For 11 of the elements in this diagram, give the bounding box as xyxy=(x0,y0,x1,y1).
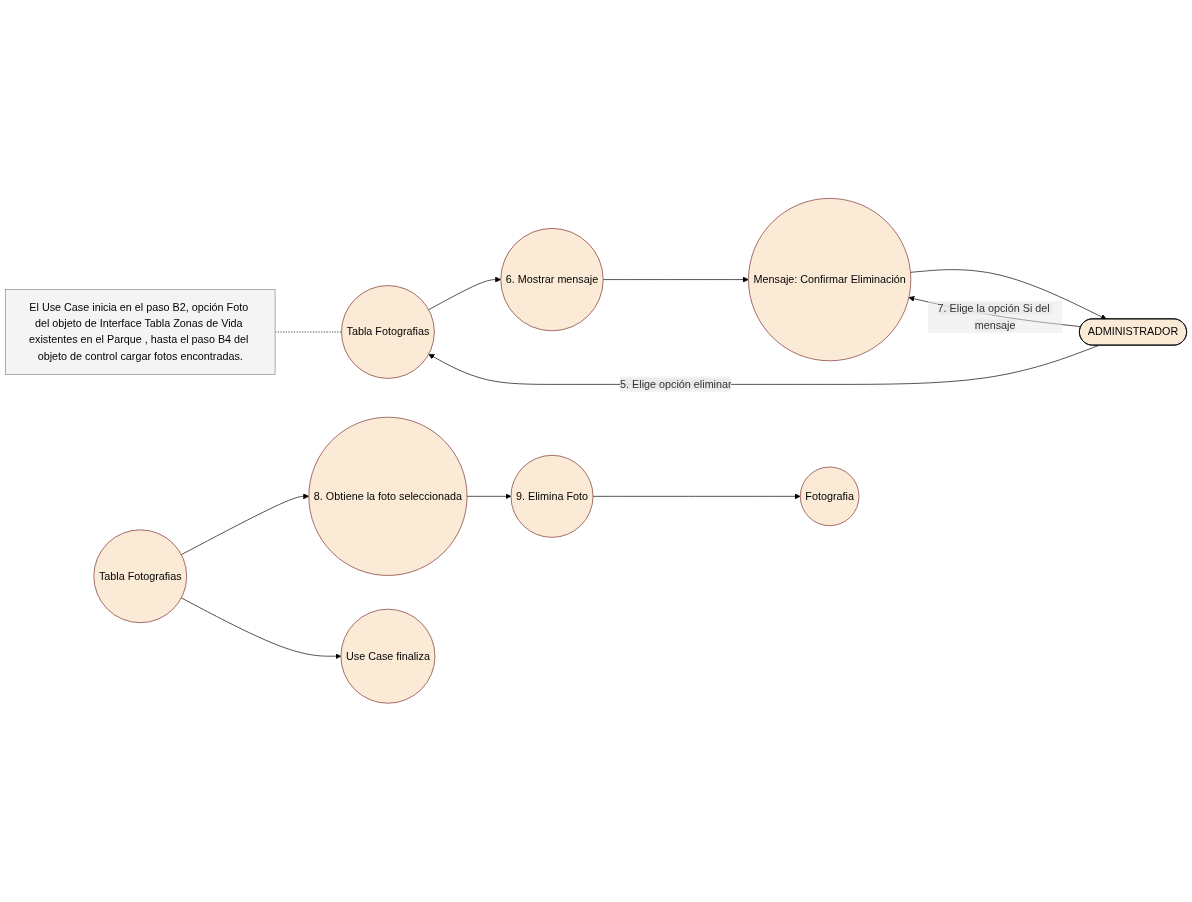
node-circle: 6. Mostrar mensaje xyxy=(500,228,604,332)
node-circle: Mensaje: Confirmar Eliminación xyxy=(748,198,912,362)
node-circle: Fotografia xyxy=(799,466,860,527)
edge-label: 7. Elige la opción Si del mensaje xyxy=(937,303,1050,331)
edge-label: 5. Elige opción eliminar xyxy=(620,378,732,390)
node-box: El Use Case inicia en el paso B2, opción Foto del objeto de Interface Tabla Zonas de Vida existentes en el Parque , hasta el paso B4 del objeto de control cargar fotos encontradas. xyxy=(5,289,276,375)
node-circle: Use Case finaliza xyxy=(340,609,436,704)
node-circle: Tabla Fotografias xyxy=(93,529,188,624)
node-circle: Tabla Fotografias xyxy=(341,285,435,379)
node-circle: 9. Elimina Foto xyxy=(510,455,594,538)
node-circle: 8. Obtiene la foto seleccionada xyxy=(308,417,468,576)
